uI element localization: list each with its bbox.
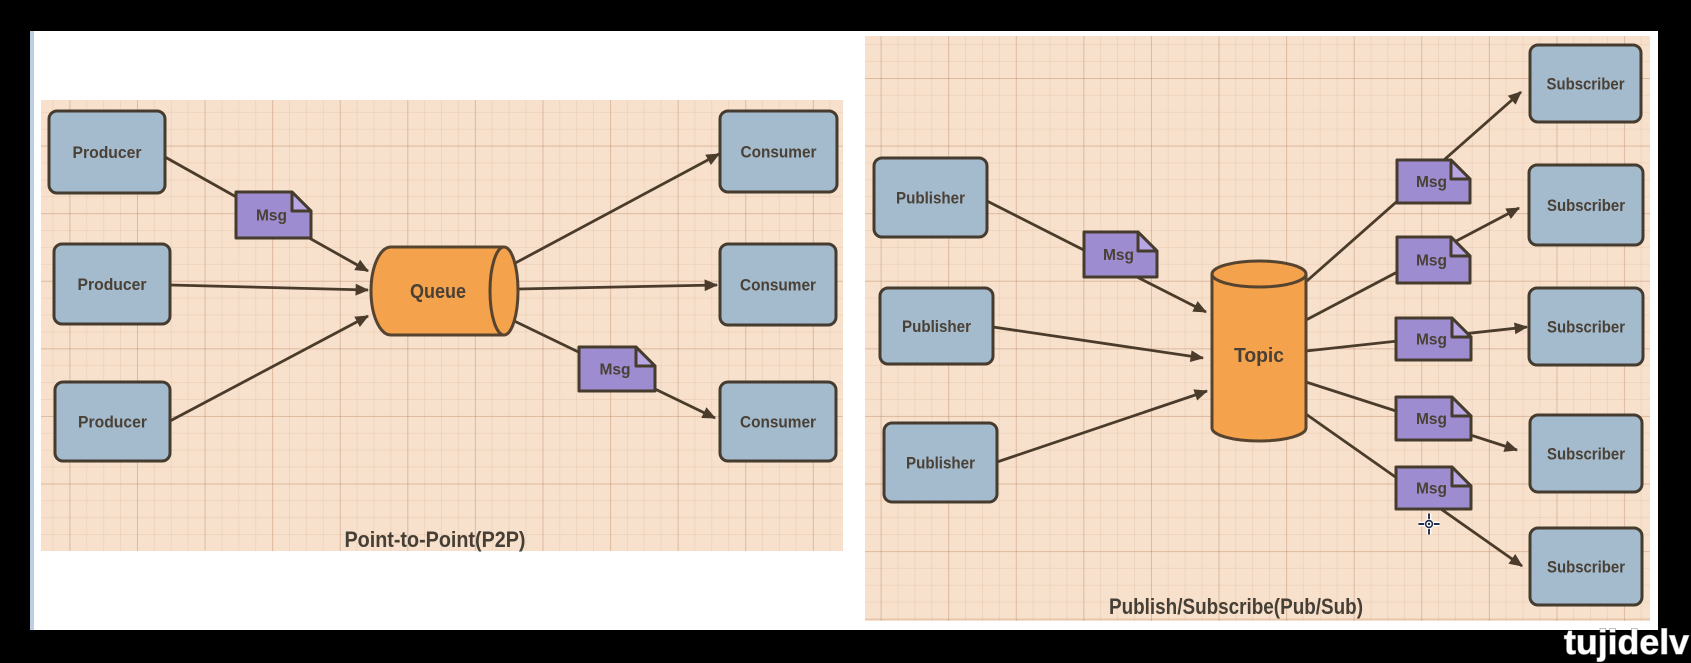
svg-text:Producer: Producer: [73, 143, 142, 162]
svg-text:Subscriber: Subscriber: [1547, 445, 1625, 464]
svg-text:Publisher: Publisher: [896, 189, 965, 208]
svg-text:Msg: Msg: [600, 362, 631, 379]
svg-text:Msg: Msg: [256, 208, 287, 225]
svg-text:Publisher: Publisher: [902, 317, 971, 336]
svg-text:Producer: Producer: [78, 413, 147, 432]
svg-text:Publisher: Publisher: [906, 454, 975, 473]
svg-text:Consumer: Consumer: [740, 276, 816, 295]
svg-text:Msg: Msg: [1416, 332, 1447, 349]
svg-text:Msg: Msg: [1416, 481, 1447, 498]
svg-text:tujidelv: tujidelv: [1564, 623, 1690, 662]
svg-text:Consumer: Consumer: [740, 413, 816, 432]
svg-text:Subscriber: Subscriber: [1547, 318, 1625, 337]
svg-text:Subscriber: Subscriber: [1547, 75, 1625, 94]
svg-text:Producer: Producer: [78, 275, 147, 294]
svg-text:Subscriber: Subscriber: [1547, 558, 1625, 577]
svg-text:Msg: Msg: [1416, 174, 1447, 191]
svg-text:Queue: Queue: [410, 281, 466, 303]
svg-text:Subscriber: Subscriber: [1547, 196, 1625, 215]
svg-text:Msg: Msg: [1103, 247, 1134, 264]
svg-text:Consumer: Consumer: [741, 143, 817, 162]
svg-text:Point-to-Point(P2P): Point-to-Point(P2P): [345, 527, 526, 552]
svg-text:Msg: Msg: [1416, 253, 1447, 270]
svg-text:Topic: Topic: [1234, 345, 1284, 367]
svg-text:Publish/Subscribe(Pub/Sub): Publish/Subscribe(Pub/Sub): [1109, 594, 1363, 619]
svg-text:Msg: Msg: [1416, 411, 1447, 428]
